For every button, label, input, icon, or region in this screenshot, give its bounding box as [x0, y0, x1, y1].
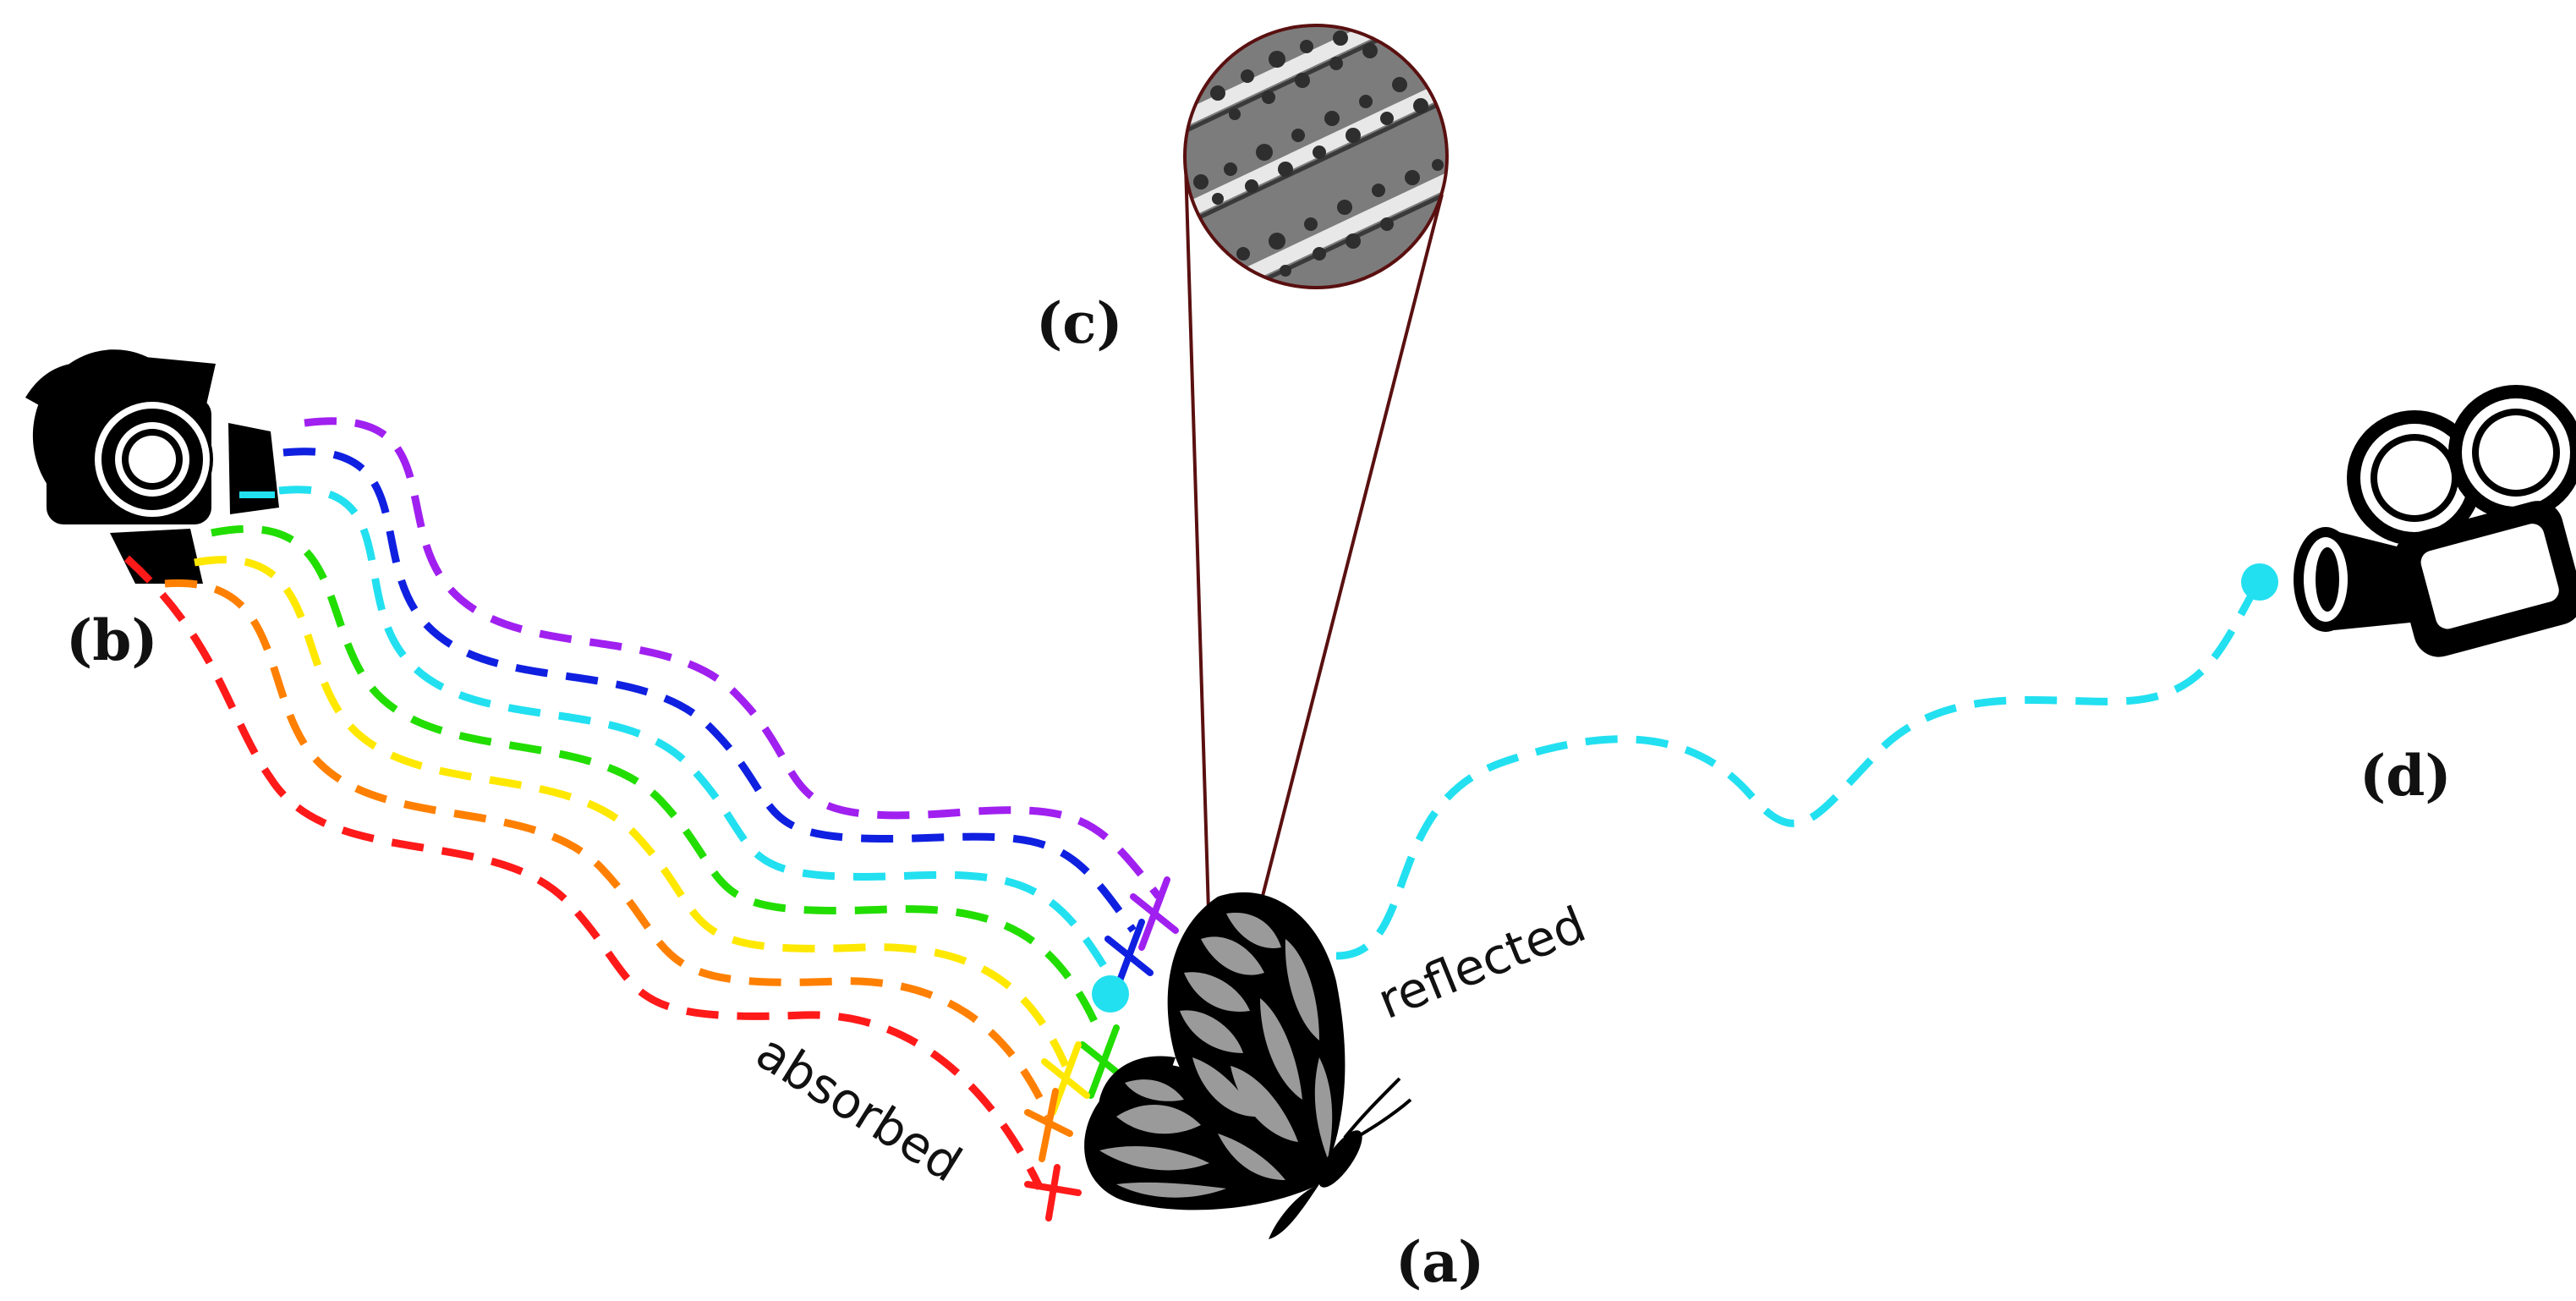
yellow-ray [194, 556, 1070, 1068]
stage-light-icon [25, 349, 279, 584]
label-b: (b) [66, 607, 158, 673]
orange-absorbed-mark [1024, 1088, 1073, 1162]
yellow-absorbed-mark [1041, 1041, 1090, 1116]
green-ray [211, 524, 1104, 1034]
absorption-marks [1024, 876, 1179, 1221]
orange-ray [164, 579, 1053, 1118]
absorbed-label: absorbed [747, 1023, 972, 1193]
violet-absorbed-mark [1130, 876, 1179, 951]
label-c: (c) [1036, 290, 1123, 356]
label-a: (a) [1395, 1229, 1484, 1295]
red-ray [123, 555, 1044, 1190]
red-absorbed-mark [1024, 1164, 1082, 1221]
movie-camera-icon [2294, 385, 2576, 657]
reflected-label: reflected [1370, 895, 1593, 1030]
violet-ray [304, 417, 1162, 899]
camera-reception-point [2241, 563, 2278, 601]
wing-scale-microscopy-image [1183, 24, 1449, 289]
light-rays [123, 417, 2261, 1190]
butterfly-icon [1084, 892, 1412, 1239]
reflected-ray [1335, 581, 2261, 960]
cyan-ray [278, 486, 1111, 975]
cyan-reflection-point [1092, 975, 1129, 1013]
blue-ray [282, 447, 1137, 933]
label-d: (d) [2360, 743, 2452, 809]
